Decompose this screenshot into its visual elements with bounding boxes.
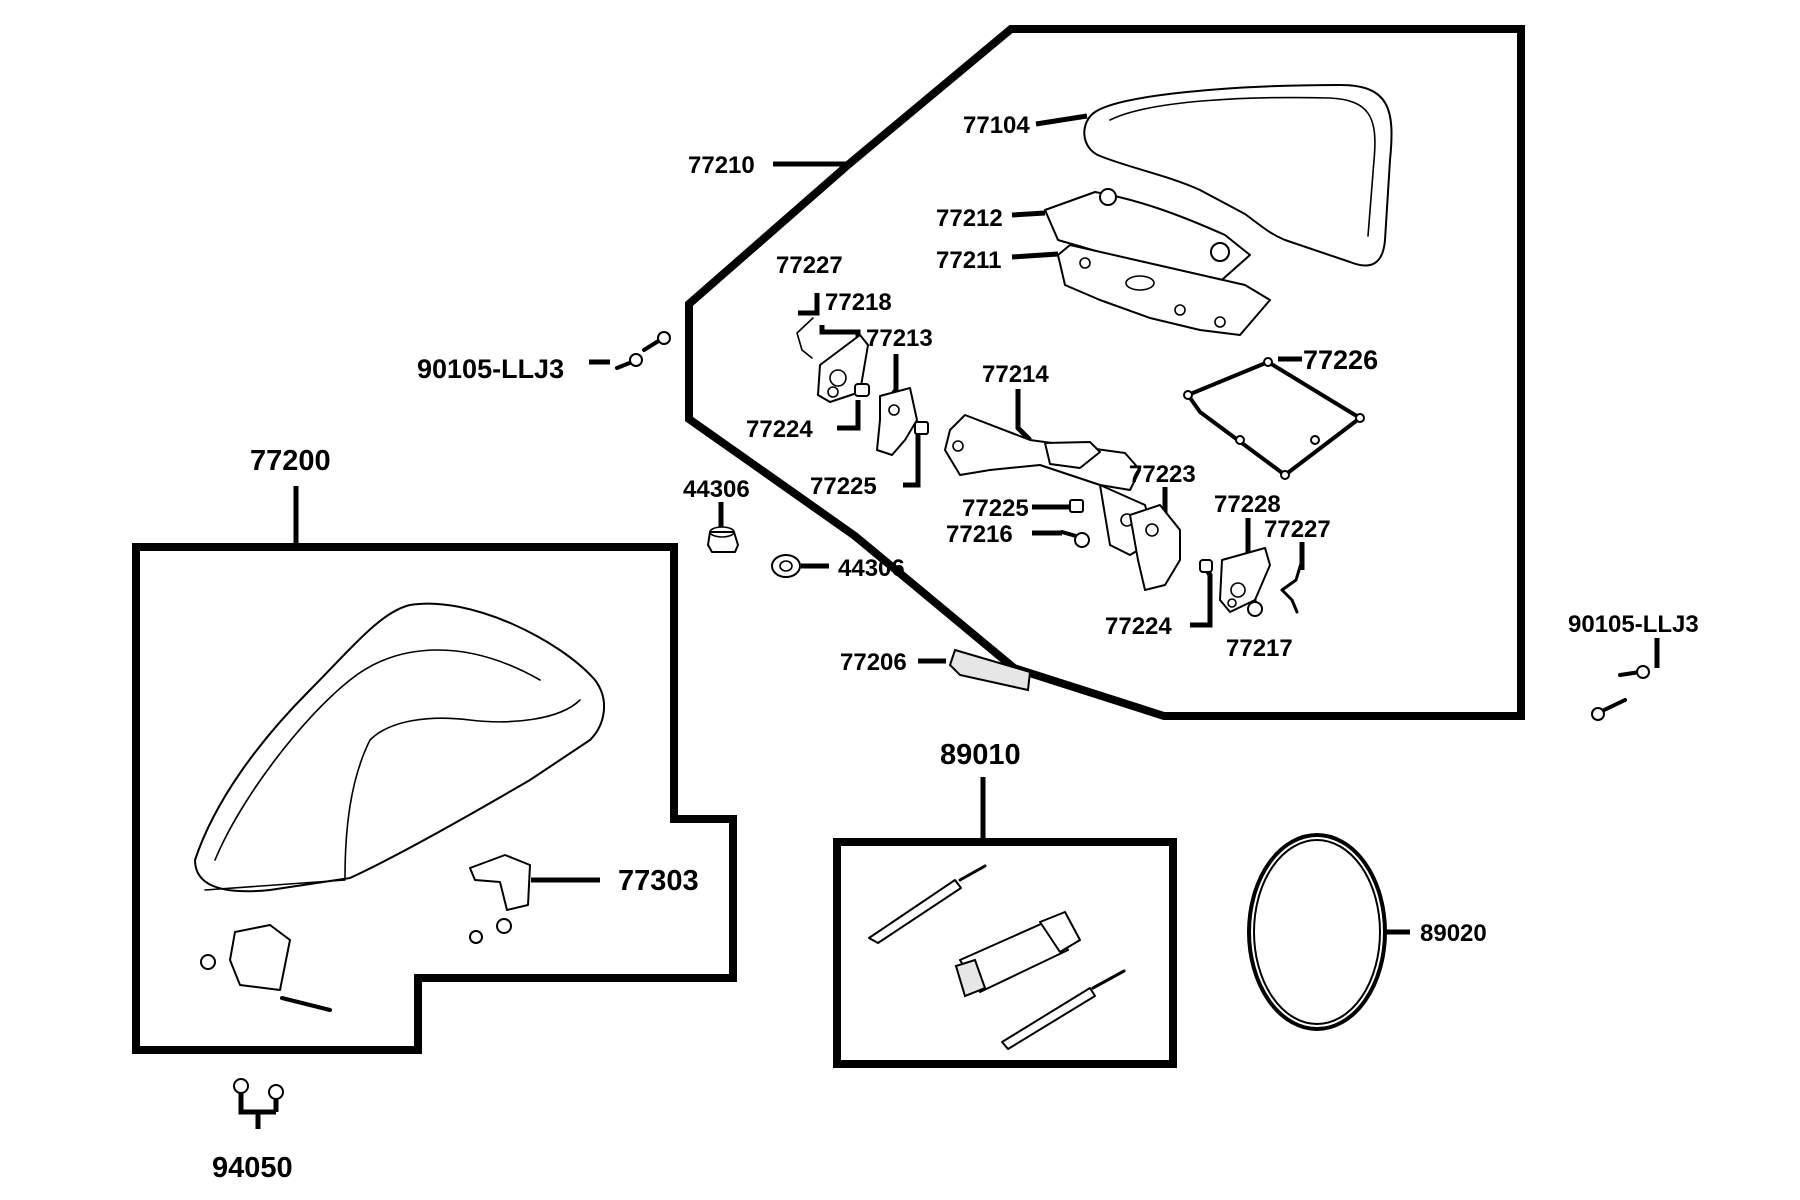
screwdriver-upper [868, 864, 987, 944]
label-77211: 77211 [936, 247, 1001, 274]
label-77225-left: 77225 [810, 473, 877, 500]
seat-bottom-plate [1057, 244, 1271, 336]
label-77228: 77228 [1214, 491, 1281, 518]
screwdriver-lower [1001, 969, 1126, 1050]
toolkit-frame [833, 838, 1177, 1068]
grommet-upper [707, 526, 739, 553]
label-90105-llj3-right: 90105-LLJ3 [1568, 611, 1699, 638]
nut-left [914, 421, 929, 435]
screws-94050 [233, 1078, 284, 1100]
seat-lock-spring-right [1280, 558, 1304, 614]
label-77216: 77216 [946, 521, 1013, 548]
seat-lock-spring-left [796, 317, 814, 359]
label-77213: 77213 [866, 325, 933, 352]
label-77206: 77206 [840, 649, 907, 676]
main-seat [194, 602, 606, 893]
label-77200: 77200 [250, 445, 331, 477]
pin-right [1199, 559, 1213, 573]
label-77218: 77218 [825, 289, 892, 316]
rear-seat-cushion [1083, 84, 1393, 267]
lock-bracket-left [876, 387, 918, 456]
label-77217: 77217 [1226, 635, 1293, 662]
label-77224-right: 77224 [1105, 613, 1172, 640]
label-77226: 77226 [1303, 345, 1378, 375]
label-44306-upper: 44306 [683, 476, 750, 503]
bolt-77216 [1060, 530, 1090, 548]
lock-bracket-right [1129, 504, 1181, 591]
label-77224-left: 77224 [746, 416, 813, 443]
label-89020: 89020 [1420, 920, 1487, 947]
seat-hinge-77303 [469, 854, 531, 911]
label-77227-right: 77227 [1264, 516, 1331, 543]
label-77223: 77223 [1129, 461, 1196, 488]
rear-seat-assembly-frame [685, 25, 1525, 720]
seat-seal-rubber [1183, 357, 1365, 480]
pin-left [854, 383, 870, 397]
bolts-90105-right [1591, 665, 1650, 721]
bolt-77225 [1069, 499, 1084, 513]
label-44306-lower: 44306 [838, 555, 905, 582]
bolts-90105-left [615, 331, 671, 370]
label-77225-right: 77225 [962, 495, 1029, 522]
label-77214: 77214 [982, 361, 1049, 388]
seat-assembly-frame [132, 543, 737, 1054]
label-77303: 77303 [618, 865, 699, 897]
label-77210: 77210 [688, 152, 755, 179]
spark-plug-wrench [954, 911, 1081, 998]
seat-hinge-nuts [469, 918, 512, 944]
seat-lock-right [1219, 547, 1271, 613]
washer-77217 [1247, 601, 1263, 617]
label-89010: 89010 [940, 739, 1021, 771]
label-77104: 77104 [963, 112, 1030, 139]
seat-latch [200, 924, 332, 1012]
label-77227-left: 77227 [776, 252, 843, 279]
label-77212: 77212 [936, 205, 1003, 232]
grommet-lower [771, 554, 801, 578]
label-90105-llj3-left: 90105-LLJ3 [417, 354, 564, 384]
strap-ring [1247, 833, 1387, 1031]
rubber-bumper [948, 648, 1032, 692]
label-94050: 94050 [212, 1152, 293, 1184]
